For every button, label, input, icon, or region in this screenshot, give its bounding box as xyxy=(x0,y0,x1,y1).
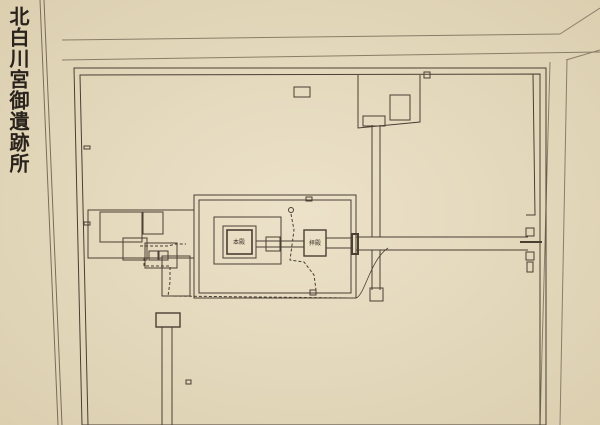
south-office xyxy=(83,145,192,425)
margin-lines xyxy=(39,0,63,425)
well-marker xyxy=(288,207,294,213)
dashed-paths xyxy=(140,213,355,299)
outer-wall xyxy=(73,67,547,425)
northeast-building xyxy=(357,71,536,273)
approach-corridors xyxy=(351,125,542,302)
worship-hall-label: 拝殿 xyxy=(309,239,321,247)
street-lines xyxy=(61,7,600,425)
map-title: 北白川宮御遺跡所 xyxy=(6,6,30,174)
north-small-building xyxy=(293,86,311,98)
main-hall-label: 本殿 xyxy=(233,238,245,246)
